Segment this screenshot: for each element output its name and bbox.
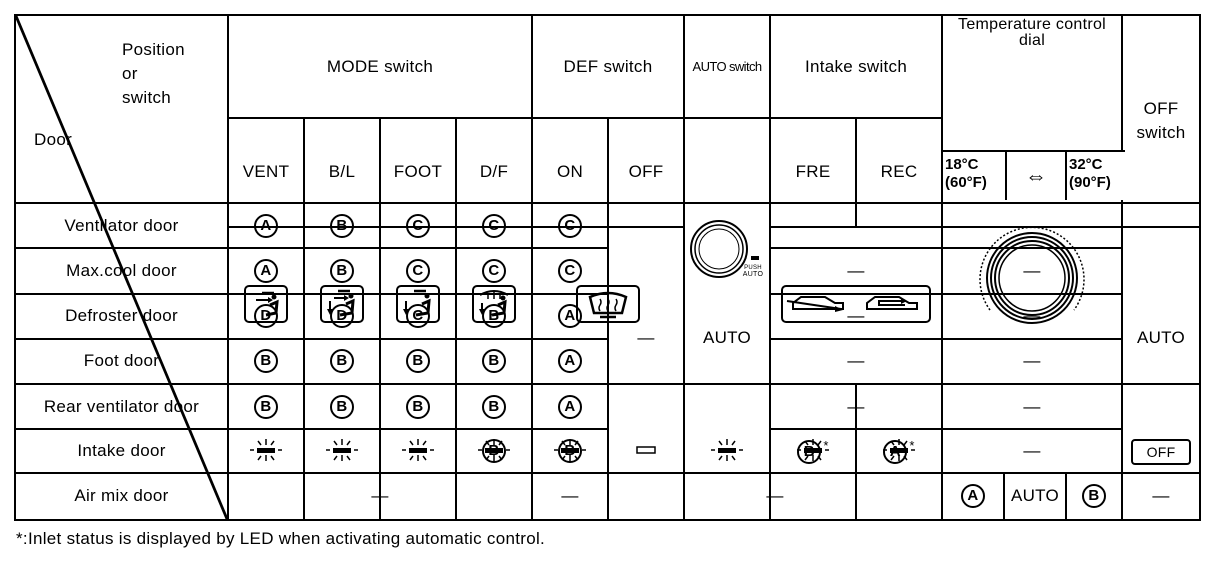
door-label: Ventilator door (14, 201, 229, 250)
temp-low-f: (60°F) (945, 174, 987, 191)
door-label: Defroster door (14, 292, 229, 340)
table-row: Rear ventilator door B B B B A — — (14, 383, 1200, 431)
position-badge: C (482, 213, 506, 238)
position-badge: C (406, 304, 430, 329)
intake-cell: — (769, 292, 943, 340)
intake-cell: — (607, 471, 943, 522)
position-badge: B (482, 439, 506, 464)
header-position-label: Position (122, 40, 185, 59)
position-badge: B (406, 394, 430, 419)
header-or-label: or (122, 64, 138, 83)
off-cell: AUTO (1121, 202, 1201, 474)
position-badge: B (482, 349, 506, 374)
table-row: Ventilator door A B C C C — AUTO — — AUT… (14, 201, 1201, 474)
position-badge: A (961, 484, 985, 509)
header-door-label: Door (34, 130, 73, 149)
position-badge: A (558, 394, 582, 419)
intake-cell: — (769, 247, 943, 295)
position-badge: C (558, 258, 582, 283)
mode-span-cell: — (227, 428, 457, 474)
auto-switch-header: AUTO switch (683, 13, 772, 120)
off-switch-header: OFF switch (1121, 14, 1202, 228)
table-row: Max.cool door A B C C C — — (14, 247, 1200, 295)
position-badge: B (482, 304, 506, 329)
position-badge: B (254, 349, 278, 374)
temp-low-c: 18°C (945, 156, 979, 173)
position-badge: C (482, 258, 506, 283)
temp-high-cell: 32°C (90°F) (1067, 152, 1123, 200)
door-rows-table: Ventilator door A B C C C — AUTO — — AUT… (14, 201, 1201, 522)
table-row: Defroster door D D C B A — — (14, 292, 1200, 340)
mode-span-cell: — (227, 471, 533, 522)
position-badge: C (406, 258, 430, 283)
door-label: Intake door (14, 428, 229, 474)
position-badge: D (330, 304, 354, 329)
temp-low-cell: 18°C (60°F) (943, 152, 1007, 200)
intake-rec-cell: A* (855, 428, 943, 474)
door-label: Max.cool door (14, 247, 229, 295)
intake-cell: — (769, 201, 943, 250)
header-switch-label: switch (122, 88, 172, 107)
door-label: Foot door (14, 337, 229, 386)
position-badge: B (330, 394, 354, 419)
position-badge: B (797, 440, 822, 465)
temp-auto-cell: AUTO (1003, 471, 1067, 522)
position-badge: C (406, 213, 430, 238)
temp-high-f: (90°F) (1069, 174, 1111, 191)
temp-cell: — (941, 337, 1123, 386)
temp-high-c: 32°C (1069, 156, 1103, 173)
intake-switch-header: Intake switch (769, 13, 944, 120)
intake-fre-cell: B* (769, 428, 857, 474)
temp-divider (943, 150, 1125, 152)
intake-cell: — (769, 337, 943, 386)
position-badge: B (330, 258, 354, 283)
off-cell: — (1121, 471, 1201, 522)
position-badge: B (254, 394, 278, 419)
temp-cell: — (941, 201, 1123, 250)
position-badge: B (1082, 484, 1106, 509)
footnote: *:Inlet status is displayed by LED when … (16, 529, 546, 548)
position-badge: B (330, 213, 354, 238)
door-label: Air mix door (14, 471, 229, 522)
temp-arrow: ⇔ (1007, 152, 1067, 200)
position-badge: C (558, 213, 582, 238)
def-switch-header: DEF switch (531, 13, 686, 120)
table-row: Intake door — B B B* A* — (14, 428, 1200, 474)
temp-cell: — (941, 292, 1123, 340)
position-badge: A (254, 258, 278, 283)
position-badge: B (558, 439, 582, 464)
temp-cell: — (941, 247, 1123, 295)
temp-cell: — (941, 428, 1123, 474)
intake-cell: — (769, 383, 943, 431)
position-badge: A (558, 349, 582, 374)
temp-cell: — (941, 383, 1123, 431)
table-row: Air mix door — — — A AUTO B — (14, 471, 1201, 522)
position-badge: B (406, 349, 430, 374)
def-on-cell: — (531, 471, 609, 522)
auto-cell: AUTO (683, 202, 771, 474)
position-badge: D (254, 304, 278, 329)
def-off-value: — (637, 327, 655, 347)
def-off-cell: — (607, 202, 685, 474)
table-row: Foot door B B B B A — — (14, 337, 1200, 386)
door-label: Rear ventilator door (14, 383, 229, 431)
position-badge: B (482, 394, 506, 419)
mode-switch-header: MODE switch (226, 13, 534, 120)
position-badge: A (883, 440, 908, 465)
position-badge: A (254, 213, 278, 238)
position-badge: B (330, 349, 354, 374)
position-badge: A (558, 304, 582, 329)
